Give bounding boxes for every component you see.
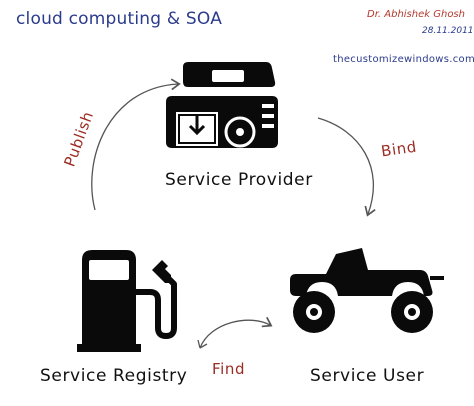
service-provider-label: Service Provider bbox=[165, 170, 313, 190]
service-registry-label: Service Registry bbox=[40, 366, 188, 386]
find-arrow bbox=[199, 316, 273, 349]
date-label: 28.11.2011 bbox=[422, 26, 474, 36]
publish-arrow bbox=[91, 78, 181, 211]
jeep-icon bbox=[290, 248, 444, 333]
camper-trailer-icon bbox=[166, 62, 278, 148]
author-name: Dr. Abhishek Ghosh bbox=[367, 9, 465, 20]
fuel-pump-icon bbox=[77, 250, 177, 352]
find-label: Find bbox=[212, 360, 246, 378]
site-name: thecustomizewindows.com bbox=[333, 54, 474, 65]
service-user-label: Service User bbox=[310, 366, 425, 386]
bind-arrow bbox=[317, 117, 376, 217]
page-title: cloud computing & SOA bbox=[16, 9, 223, 29]
